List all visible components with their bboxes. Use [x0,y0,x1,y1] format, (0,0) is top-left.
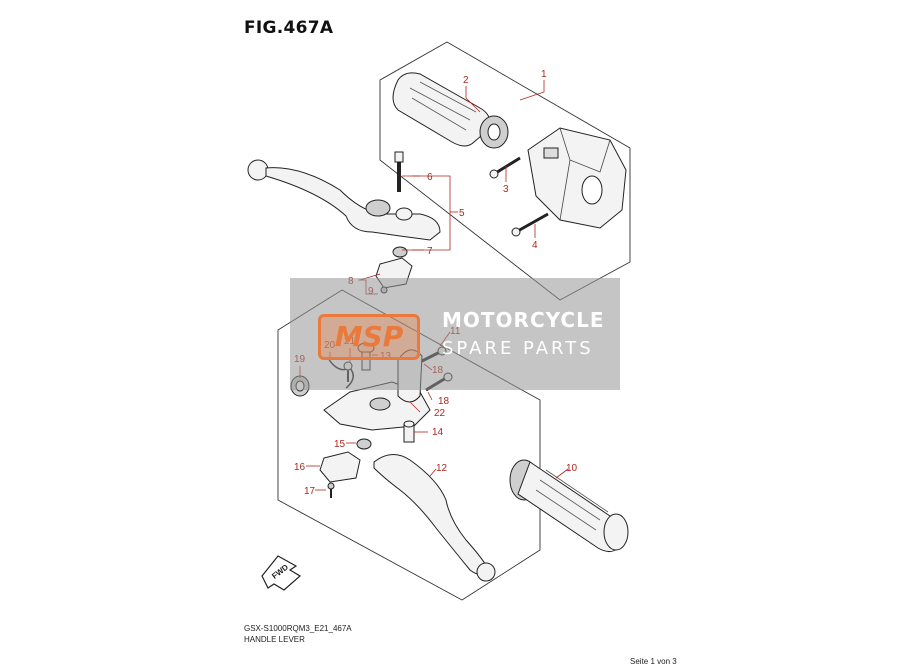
callout-18b: 18 [438,396,450,407]
clutch-lever [373,454,496,582]
left-grip [509,459,629,552]
screw-4 [511,212,549,237]
callout-3: 3 [503,184,509,195]
watermark-line2: SPARE PARTS [442,338,594,359]
throttle-grip [392,72,509,149]
callout-6: 6 [427,172,433,183]
screw-17 [327,482,335,498]
callout-17: 17 [304,486,316,497]
callout-2: 2 [463,75,469,86]
group-box-upper [379,41,631,301]
switch-housing [527,127,627,229]
nut-15 [356,438,372,450]
callout-15: 15 [334,439,346,450]
collar-14 [403,420,415,443]
callout-14: 14 [432,427,444,438]
callout-22: 22 [434,408,446,419]
clutch-switch-16 [319,451,361,483]
screw-3 [489,156,521,179]
callout-7: 7 [427,246,433,257]
watermark-line1: MOTORCYCLE [442,308,605,332]
callout-5: 5 [459,208,465,219]
callout-1: 1 [541,69,547,80]
fwd-arrow-icon: FWD [261,555,302,591]
callout-10: 10 [566,463,578,474]
callout-16: 16 [294,462,306,473]
footer-diagram-code: GSX-S1000RQM3_E21_467A [244,624,352,633]
figure-title: FIG.467A [244,18,334,38]
brake-lever-assembly [247,159,441,241]
watermark-logo: MSP [318,314,420,360]
callout-12: 12 [436,463,448,474]
callout-4: 4 [532,240,538,251]
page-indicator: Seite 1 von 3 [630,657,677,666]
watermark-banner: MSP MOTORCYCLE SPARE PARTS [290,278,620,390]
nut-7 [392,246,408,258]
footer-diagram-name: HANDLE LEVER [244,635,305,644]
pivot-bolt-6 [394,151,404,192]
